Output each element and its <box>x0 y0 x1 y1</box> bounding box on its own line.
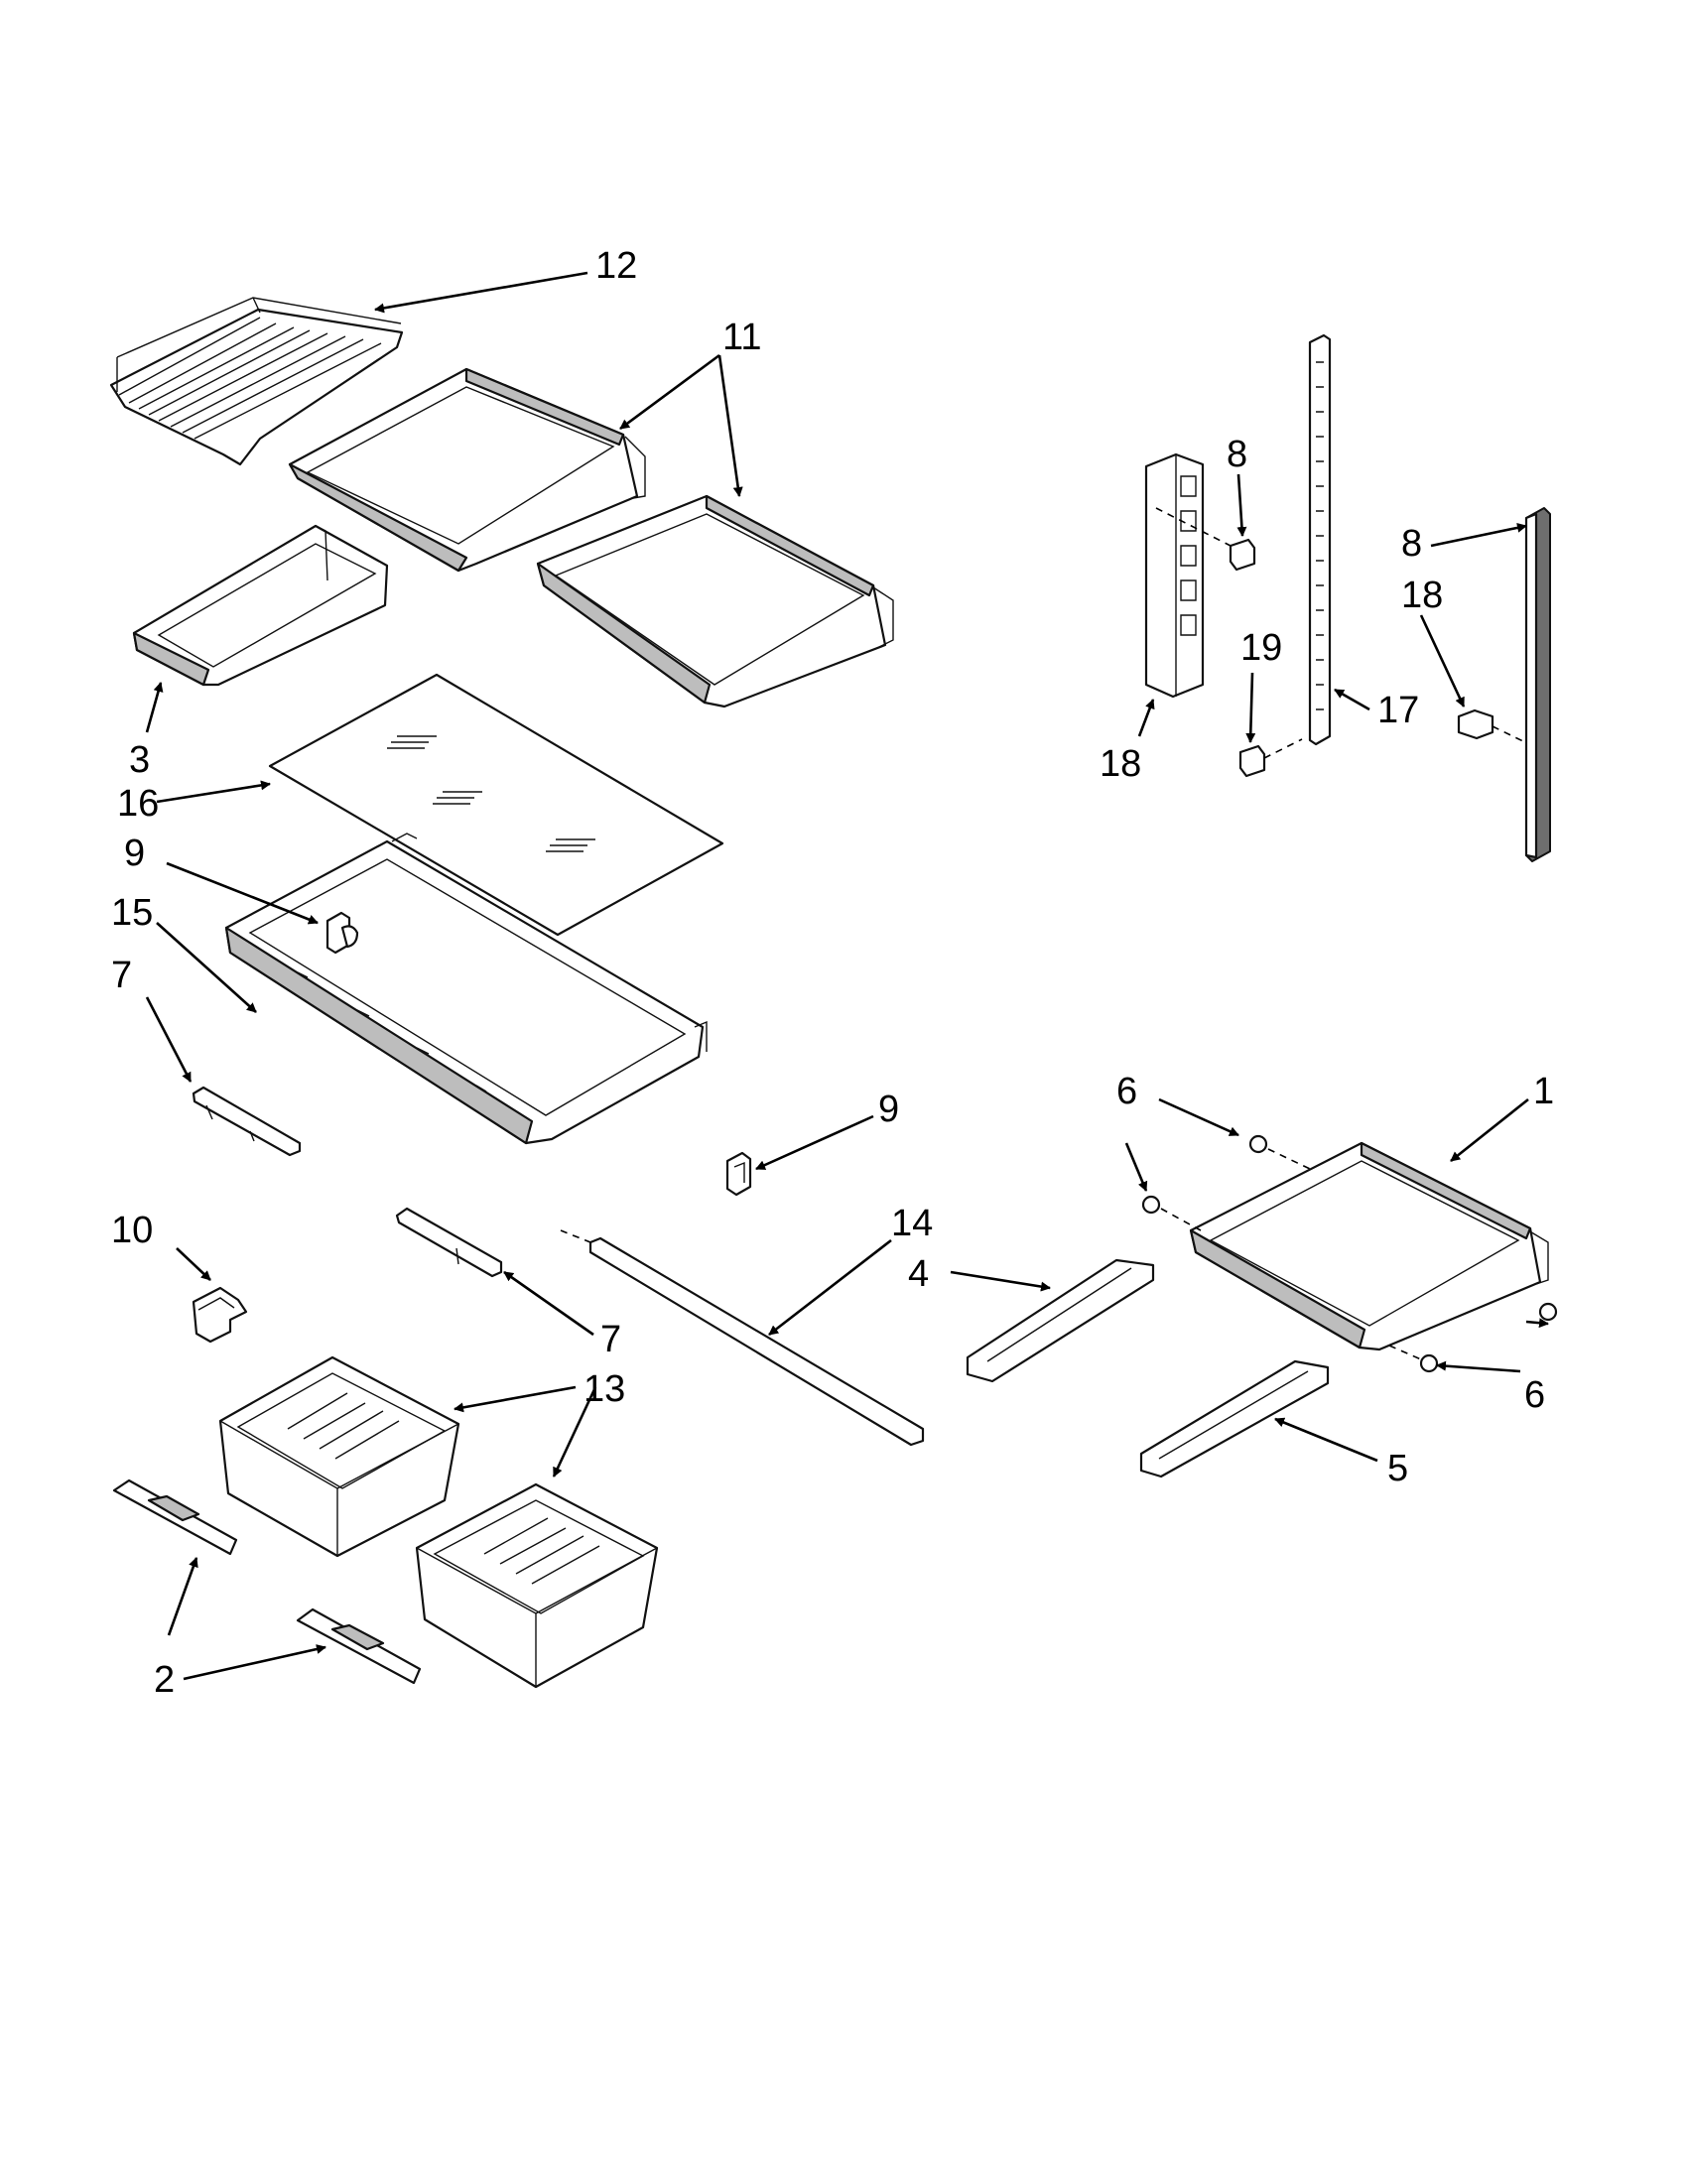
part-screw-19 <box>1238 738 1303 778</box>
callout-11: 11 <box>722 317 761 358</box>
part-screw-6-a <box>1248 1134 1311 1170</box>
callout-18: 18 <box>1401 575 1443 616</box>
leader-lines <box>145 271 1549 1681</box>
part-clip-9-b <box>725 1151 752 1197</box>
callout-9: 9 <box>124 833 145 874</box>
part-screw-6-d <box>1388 1345 1439 1373</box>
part-rail-7-a <box>192 1086 302 1157</box>
part-handle-2-b <box>296 1607 422 1685</box>
part-shelf-11-b <box>536 494 894 708</box>
part-screw-8 <box>1155 507 1256 572</box>
part-rail-8-right <box>1524 507 1551 862</box>
part-slide-rail-5 <box>1139 1359 1330 1478</box>
callout-1: 1 <box>1533 1071 1554 1112</box>
callout-5: 5 <box>1387 1448 1408 1489</box>
callout-15: 15 <box>111 892 153 934</box>
callout-6: 6 <box>1116 1071 1137 1112</box>
part-clip-9-a <box>325 911 359 955</box>
part-wire-basket-12 <box>109 297 404 466</box>
part-shelf-11-a <box>288 367 646 573</box>
callout-6: 6 <box>1524 1374 1545 1416</box>
part-screw-6-c <box>1538 1302 1558 1322</box>
callout-8: 8 <box>1401 523 1422 565</box>
part-handle-2-a <box>112 1478 238 1556</box>
callout-labels: 12 11 8 8 18 19 17 18 3 16 9 15 7 9 6 1 … <box>111 245 1554 1701</box>
callout-8: 8 <box>1227 434 1247 475</box>
part-clip-10 <box>192 1286 248 1344</box>
callout-18: 18 <box>1100 743 1141 785</box>
part-bar-14 <box>560 1229 925 1447</box>
callout-17: 17 <box>1377 690 1419 731</box>
callout-4: 4 <box>908 1253 929 1295</box>
part-rail-7-b <box>395 1207 503 1278</box>
callout-9: 9 <box>878 1089 899 1130</box>
part-glass-panel-16 <box>268 673 724 937</box>
callout-10: 10 <box>111 1210 153 1251</box>
callout-2: 2 <box>154 1659 175 1701</box>
part-shelf-1 <box>1189 1141 1549 1351</box>
part-drawer-13-b <box>415 1482 659 1689</box>
part-drawer-13-a <box>218 1355 460 1558</box>
callout-16: 16 <box>117 783 159 825</box>
callout-14: 14 <box>891 1203 933 1244</box>
part-strip-17 <box>1308 333 1332 746</box>
part-bracket-18-a <box>1144 452 1205 699</box>
part-screw-18-b <box>1457 708 1534 747</box>
callout-7: 7 <box>111 955 132 996</box>
callout-13: 13 <box>584 1368 625 1410</box>
callout-7: 7 <box>600 1319 621 1360</box>
callout-12: 12 <box>595 245 637 287</box>
callout-3: 3 <box>129 739 150 781</box>
callout-19: 19 <box>1240 627 1282 669</box>
part-small-shelf-3 <box>132 524 389 687</box>
part-screw-6-b <box>1141 1195 1202 1231</box>
part-slide-rail-4 <box>966 1258 1155 1383</box>
